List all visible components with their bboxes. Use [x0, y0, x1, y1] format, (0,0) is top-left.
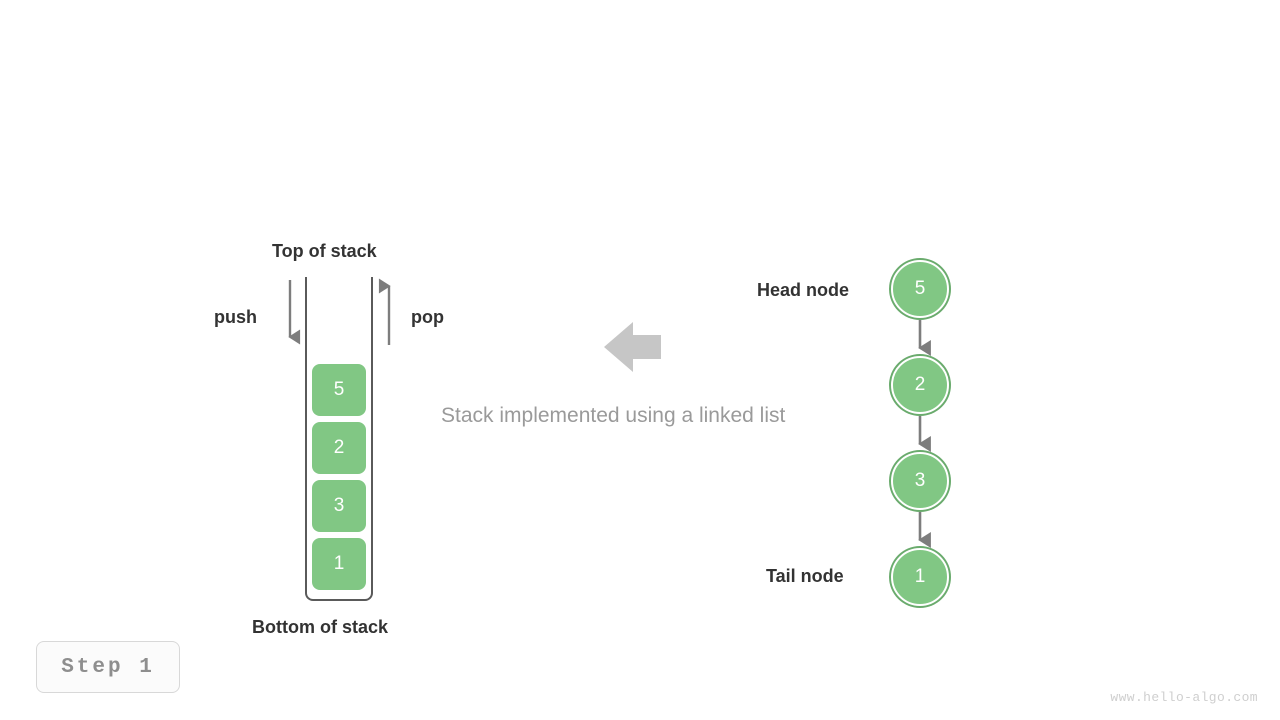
top-of-stack-label: Top of stack	[272, 241, 377, 261]
linked-list-node: 2	[891, 356, 949, 414]
bottom-of-stack-label: Bottom of stack	[252, 617, 389, 637]
step-badge: Step 1	[36, 641, 180, 693]
stack-element: 5	[312, 364, 366, 416]
linked-list-node: 1	[891, 548, 949, 606]
tail-node-label: Tail node	[766, 566, 844, 586]
pop-label: pop	[411, 307, 444, 327]
stack-container	[305, 277, 373, 601]
linked-list-node: 5	[891, 260, 949, 318]
push-label: push	[214, 307, 257, 327]
stack-element: 3	[312, 480, 366, 532]
stack-element: 1	[312, 538, 366, 590]
stack-element: 2	[312, 422, 366, 474]
center-caption: Stack implemented using a linked list	[441, 404, 786, 427]
transform-left-arrow-icon	[604, 322, 661, 372]
linked-list-node: 3	[891, 452, 949, 510]
watermark: www.hello-algo.com	[1110, 690, 1258, 705]
head-node-label: Head node	[757, 280, 850, 300]
